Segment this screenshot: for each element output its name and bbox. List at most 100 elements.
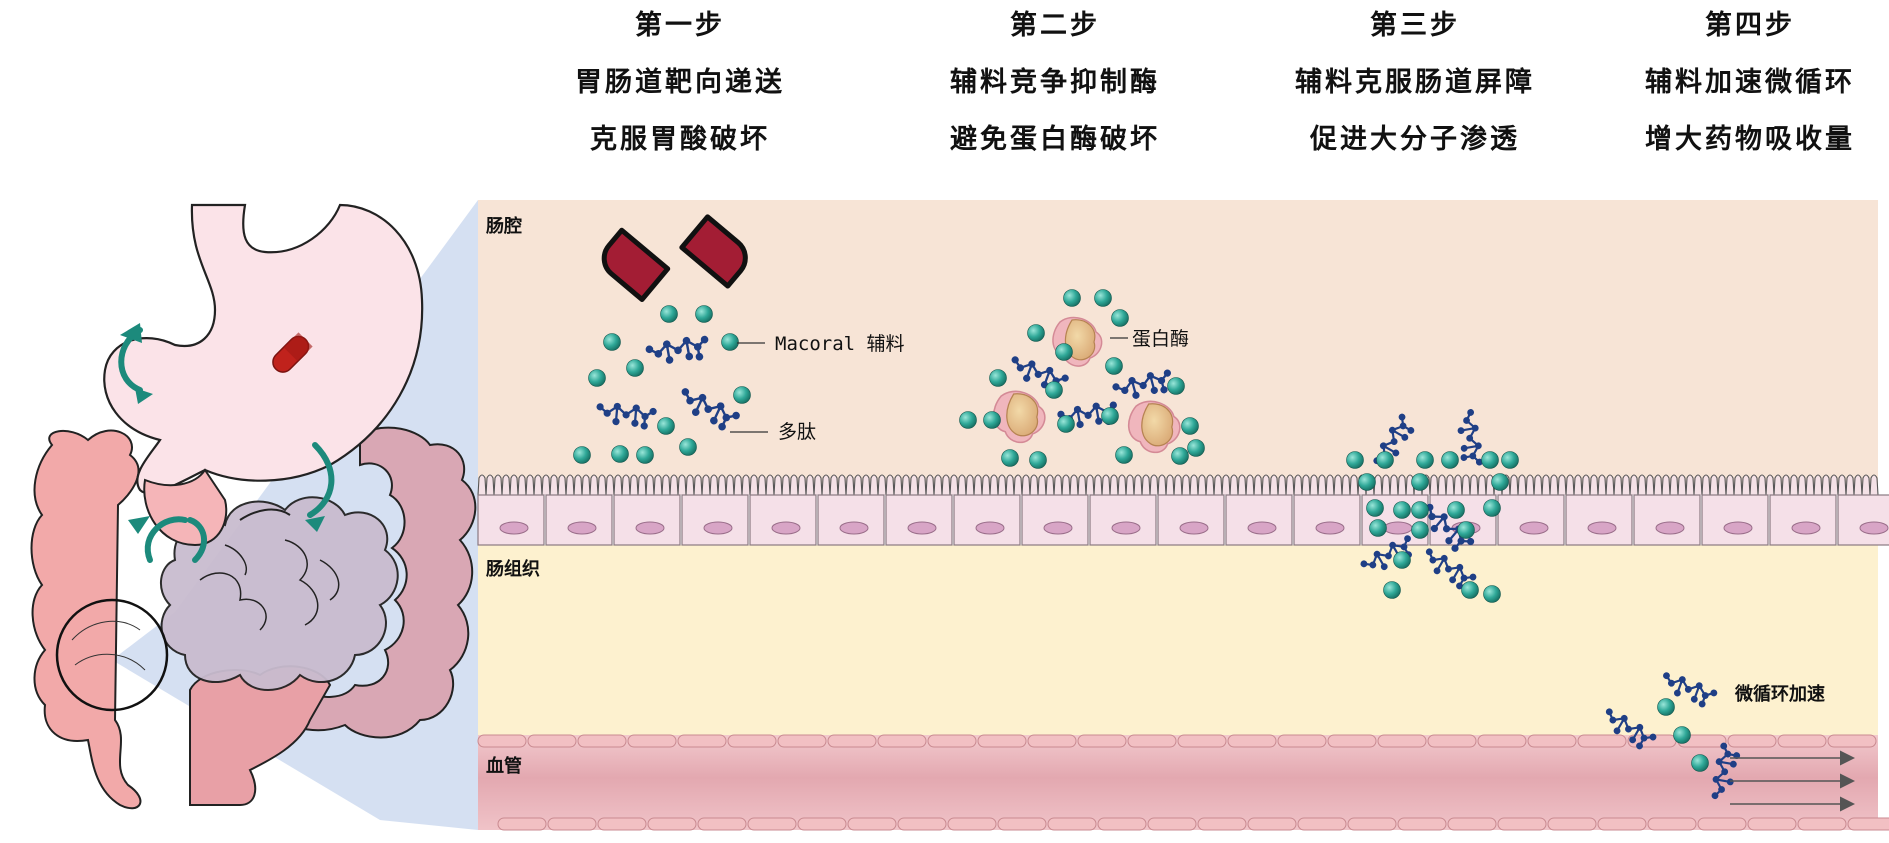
cell-nucleus (567, 521, 597, 535)
excipient-bead (959, 411, 977, 429)
excipient-bead (1416, 451, 1434, 469)
epithelial-cell (613, 494, 681, 546)
step-3-line1: 辅料克服肠道屏障 (1295, 67, 1535, 98)
excipient-bead (1383, 581, 1401, 599)
excipient-bead (1457, 521, 1475, 539)
vessel-cell-bottom (1097, 817, 1147, 831)
peptide-molecule (681, 388, 740, 431)
vessel-cell-top (1577, 734, 1627, 748)
excipient-bead (1057, 415, 1075, 433)
step-1-header: 第一步 胃肠道靶向递送 克服胃酸破坏 (520, 0, 840, 171)
vessel-cell-bottom (1247, 817, 1297, 831)
excipient-bead (1346, 451, 1364, 469)
step-4-line2: 增大药物吸收量 (1645, 124, 1855, 155)
excipient-bead (733, 386, 751, 404)
cell-nucleus (975, 521, 1005, 535)
excipient-bead (1105, 357, 1123, 375)
epithelial-cell (1293, 494, 1361, 546)
epithelial-cell (953, 494, 1021, 546)
cell-nucleus (771, 521, 801, 535)
excipient-bead (1187, 439, 1205, 457)
excipient-bead (573, 446, 591, 464)
epithelium (477, 474, 1889, 546)
vessel-cell-top (1527, 734, 1577, 748)
excipient-bead (1101, 407, 1119, 425)
step-2-line1: 辅料竞争抑制酶 (950, 67, 1160, 98)
protease-annotation: 蛋白酶 (1132, 328, 1189, 350)
vessel-cell-bottom (1147, 817, 1197, 831)
step-3-title: 第三步 (1370, 10, 1460, 41)
vessel-label: 血管 (486, 755, 522, 777)
step-2-header: 第二步 辅料竞争抑制酶 避免蛋白酶破坏 (890, 0, 1220, 171)
excipient-bead (1483, 585, 1501, 603)
cell-nucleus (1179, 521, 1209, 535)
epithelial-cell (1769, 494, 1837, 546)
cell-nucleus (1111, 521, 1141, 535)
excipient-bead (721, 333, 739, 351)
excipient-bead (1029, 451, 1047, 469)
vessel-cell-bottom (647, 817, 697, 831)
vessel-cell-top (1277, 734, 1327, 748)
vessel-cell-top (727, 734, 777, 748)
vessel-cell-bottom (1697, 817, 1747, 831)
step-4-header: 第四步 辅料加速微循环 增大药物吸收量 (1585, 0, 1889, 171)
vessel-cell-bottom (1347, 817, 1397, 831)
epithelial-cell (1497, 494, 1565, 546)
vessel-cell-top (1427, 734, 1477, 748)
excipient-bead (1055, 343, 1073, 361)
excipient-bead (983, 411, 1001, 429)
vessel-cell-bottom (1647, 817, 1697, 831)
vessel-cell-bottom (1447, 817, 1497, 831)
cell-nucleus (1247, 521, 1277, 535)
excipient-bead (1027, 324, 1045, 342)
excipient-bead (636, 446, 654, 464)
cell-nucleus (499, 521, 529, 535)
vessel-cell-top (1127, 734, 1177, 748)
lumen-label: 肠腔 (486, 215, 522, 237)
step-1-title: 第一步 (635, 10, 725, 41)
small-intestine (160, 496, 399, 691)
duodenum (143, 468, 228, 547)
vessel-cell-bottom (897, 817, 947, 831)
flow-arrow-4 (187, 517, 207, 563)
capsule-halves (601, 214, 748, 302)
excipient-bead (660, 305, 678, 323)
epithelial-cell (1021, 494, 1089, 546)
flow-arrowhead-2 (305, 516, 325, 532)
vessel-cell-top (1227, 734, 1277, 748)
flow-arrowhead-3 (128, 516, 150, 534)
excipient-bead (588, 369, 606, 387)
excipient-bead (1691, 754, 1709, 772)
vessel-cell-top (527, 734, 577, 748)
vessel-region (478, 735, 1878, 830)
epithelial-cell (1565, 494, 1633, 546)
epithelial-cell (885, 494, 953, 546)
protease-layer (992, 316, 1181, 454)
excipient-bead (1411, 521, 1429, 539)
tissue-label: 肠组织 (486, 558, 540, 580)
vessel-cell-bottom (1847, 817, 1889, 831)
vessel-cell-top (877, 734, 927, 748)
vessel-cell-top (977, 734, 1027, 748)
epithelial-cell (1225, 494, 1293, 546)
vessel-cell-top (477, 734, 527, 748)
excipient-bead (603, 333, 621, 351)
vessel-cell-bottom (1047, 817, 1097, 831)
step-4-line1: 辅料加速微循环 (1645, 67, 1855, 98)
microcirculation-annotation: 微循环加速 (1734, 683, 1825, 705)
intestine-folds (199, 539, 340, 631)
vessel-cell-top (627, 734, 677, 748)
vessel-cell-top (1327, 734, 1377, 748)
excipient-bead (1045, 381, 1063, 399)
vessel-cell-bottom (997, 817, 1047, 831)
vessel-cell-top (927, 734, 977, 748)
vessel-cell-top (1077, 734, 1127, 748)
excipient-bead (1411, 473, 1429, 491)
excipient-bead (1657, 698, 1675, 716)
excipient-bead (1369, 519, 1387, 537)
excipient-bead (1094, 289, 1112, 307)
vessel-cell-bottom (947, 817, 997, 831)
vessel-cell-bottom (1747, 817, 1797, 831)
vessel-cell-top (1777, 734, 1827, 748)
